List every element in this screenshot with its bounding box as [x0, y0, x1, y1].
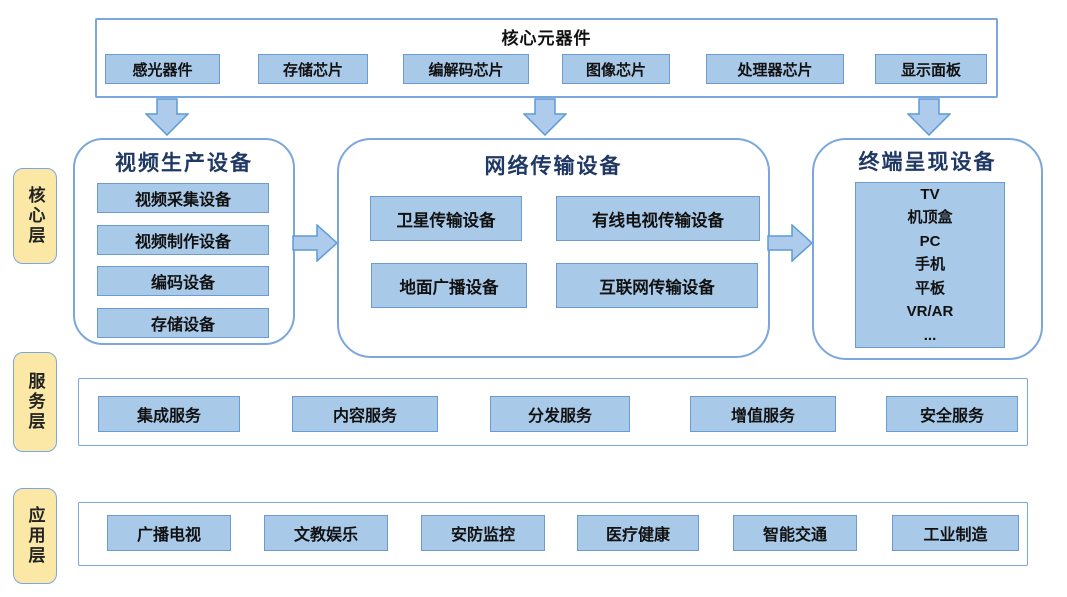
application-item: 广播电视	[107, 515, 231, 551]
component-chip: 编解码芯片	[403, 54, 529, 84]
terminal-device-line: TV	[920, 185, 940, 203]
service-item: 内容服务	[292, 396, 438, 432]
terminal-device-line: 平板	[914, 279, 945, 297]
transmission-item: 卫星传输设备	[370, 196, 522, 241]
application-item: 智能交通	[733, 515, 857, 551]
service-item: 集成服务	[98, 396, 240, 432]
layer-label-application: 应用层	[13, 488, 57, 584]
terminal-device-line: VR/AR	[906, 303, 954, 321]
layer-label-core: 核心层	[13, 168, 57, 264]
service-item: 增值服务	[690, 396, 836, 432]
transmission-box	[337, 138, 770, 358]
transmission-title: 网络传输设备	[484, 155, 623, 178]
core-components-box	[95, 18, 998, 98]
transmission-item: 地面广播设备	[371, 263, 527, 308]
core-components-title: 核心元器件	[501, 29, 592, 48]
production-item: 视频制作设备	[97, 225, 269, 255]
terminal-title: 终端呈现设备	[858, 151, 997, 174]
transmission-item: 互联网传输设备	[556, 263, 758, 308]
terminal-device-line: 手机	[914, 256, 945, 274]
component-chip: 图像芯片	[562, 54, 670, 84]
right-arrow-icon	[767, 224, 813, 262]
application-item: 工业制造	[892, 515, 1019, 551]
right-arrow-icon	[292, 224, 338, 262]
down-arrow-icon	[145, 98, 189, 136]
down-arrow-icon	[523, 98, 567, 136]
transmission-item: 有线电视传输设备	[556, 196, 760, 241]
component-chip: 处理器芯片	[706, 54, 844, 84]
terminal-device-list: TV 机顶盒 PC 手机 平板 VR/AR ...	[855, 182, 1005, 348]
terminal-device-line: ...	[923, 326, 937, 344]
application-item: 医疗健康	[577, 515, 699, 551]
application-item: 安防监控	[421, 515, 545, 551]
service-item: 分发服务	[490, 396, 630, 432]
application-item: 文教娱乐	[264, 515, 388, 551]
component-chip: 感光器件	[105, 54, 220, 84]
terminal-device-line: PC	[919, 232, 941, 250]
production-title: 视频生产设备	[115, 152, 253, 175]
down-arrow-icon	[907, 98, 951, 136]
production-item: 视频采集设备	[97, 183, 269, 213]
production-item: 编码设备	[97, 266, 269, 296]
applications-box	[78, 502, 1028, 566]
layer-label-service: 服务层	[13, 352, 57, 452]
component-chip: 显示面板	[875, 54, 987, 84]
terminal-device-line: 机顶盒	[907, 209, 953, 227]
service-item: 安全服务	[886, 396, 1018, 432]
component-chip: 存储芯片	[258, 54, 368, 84]
production-item: 存储设备	[97, 308, 269, 338]
